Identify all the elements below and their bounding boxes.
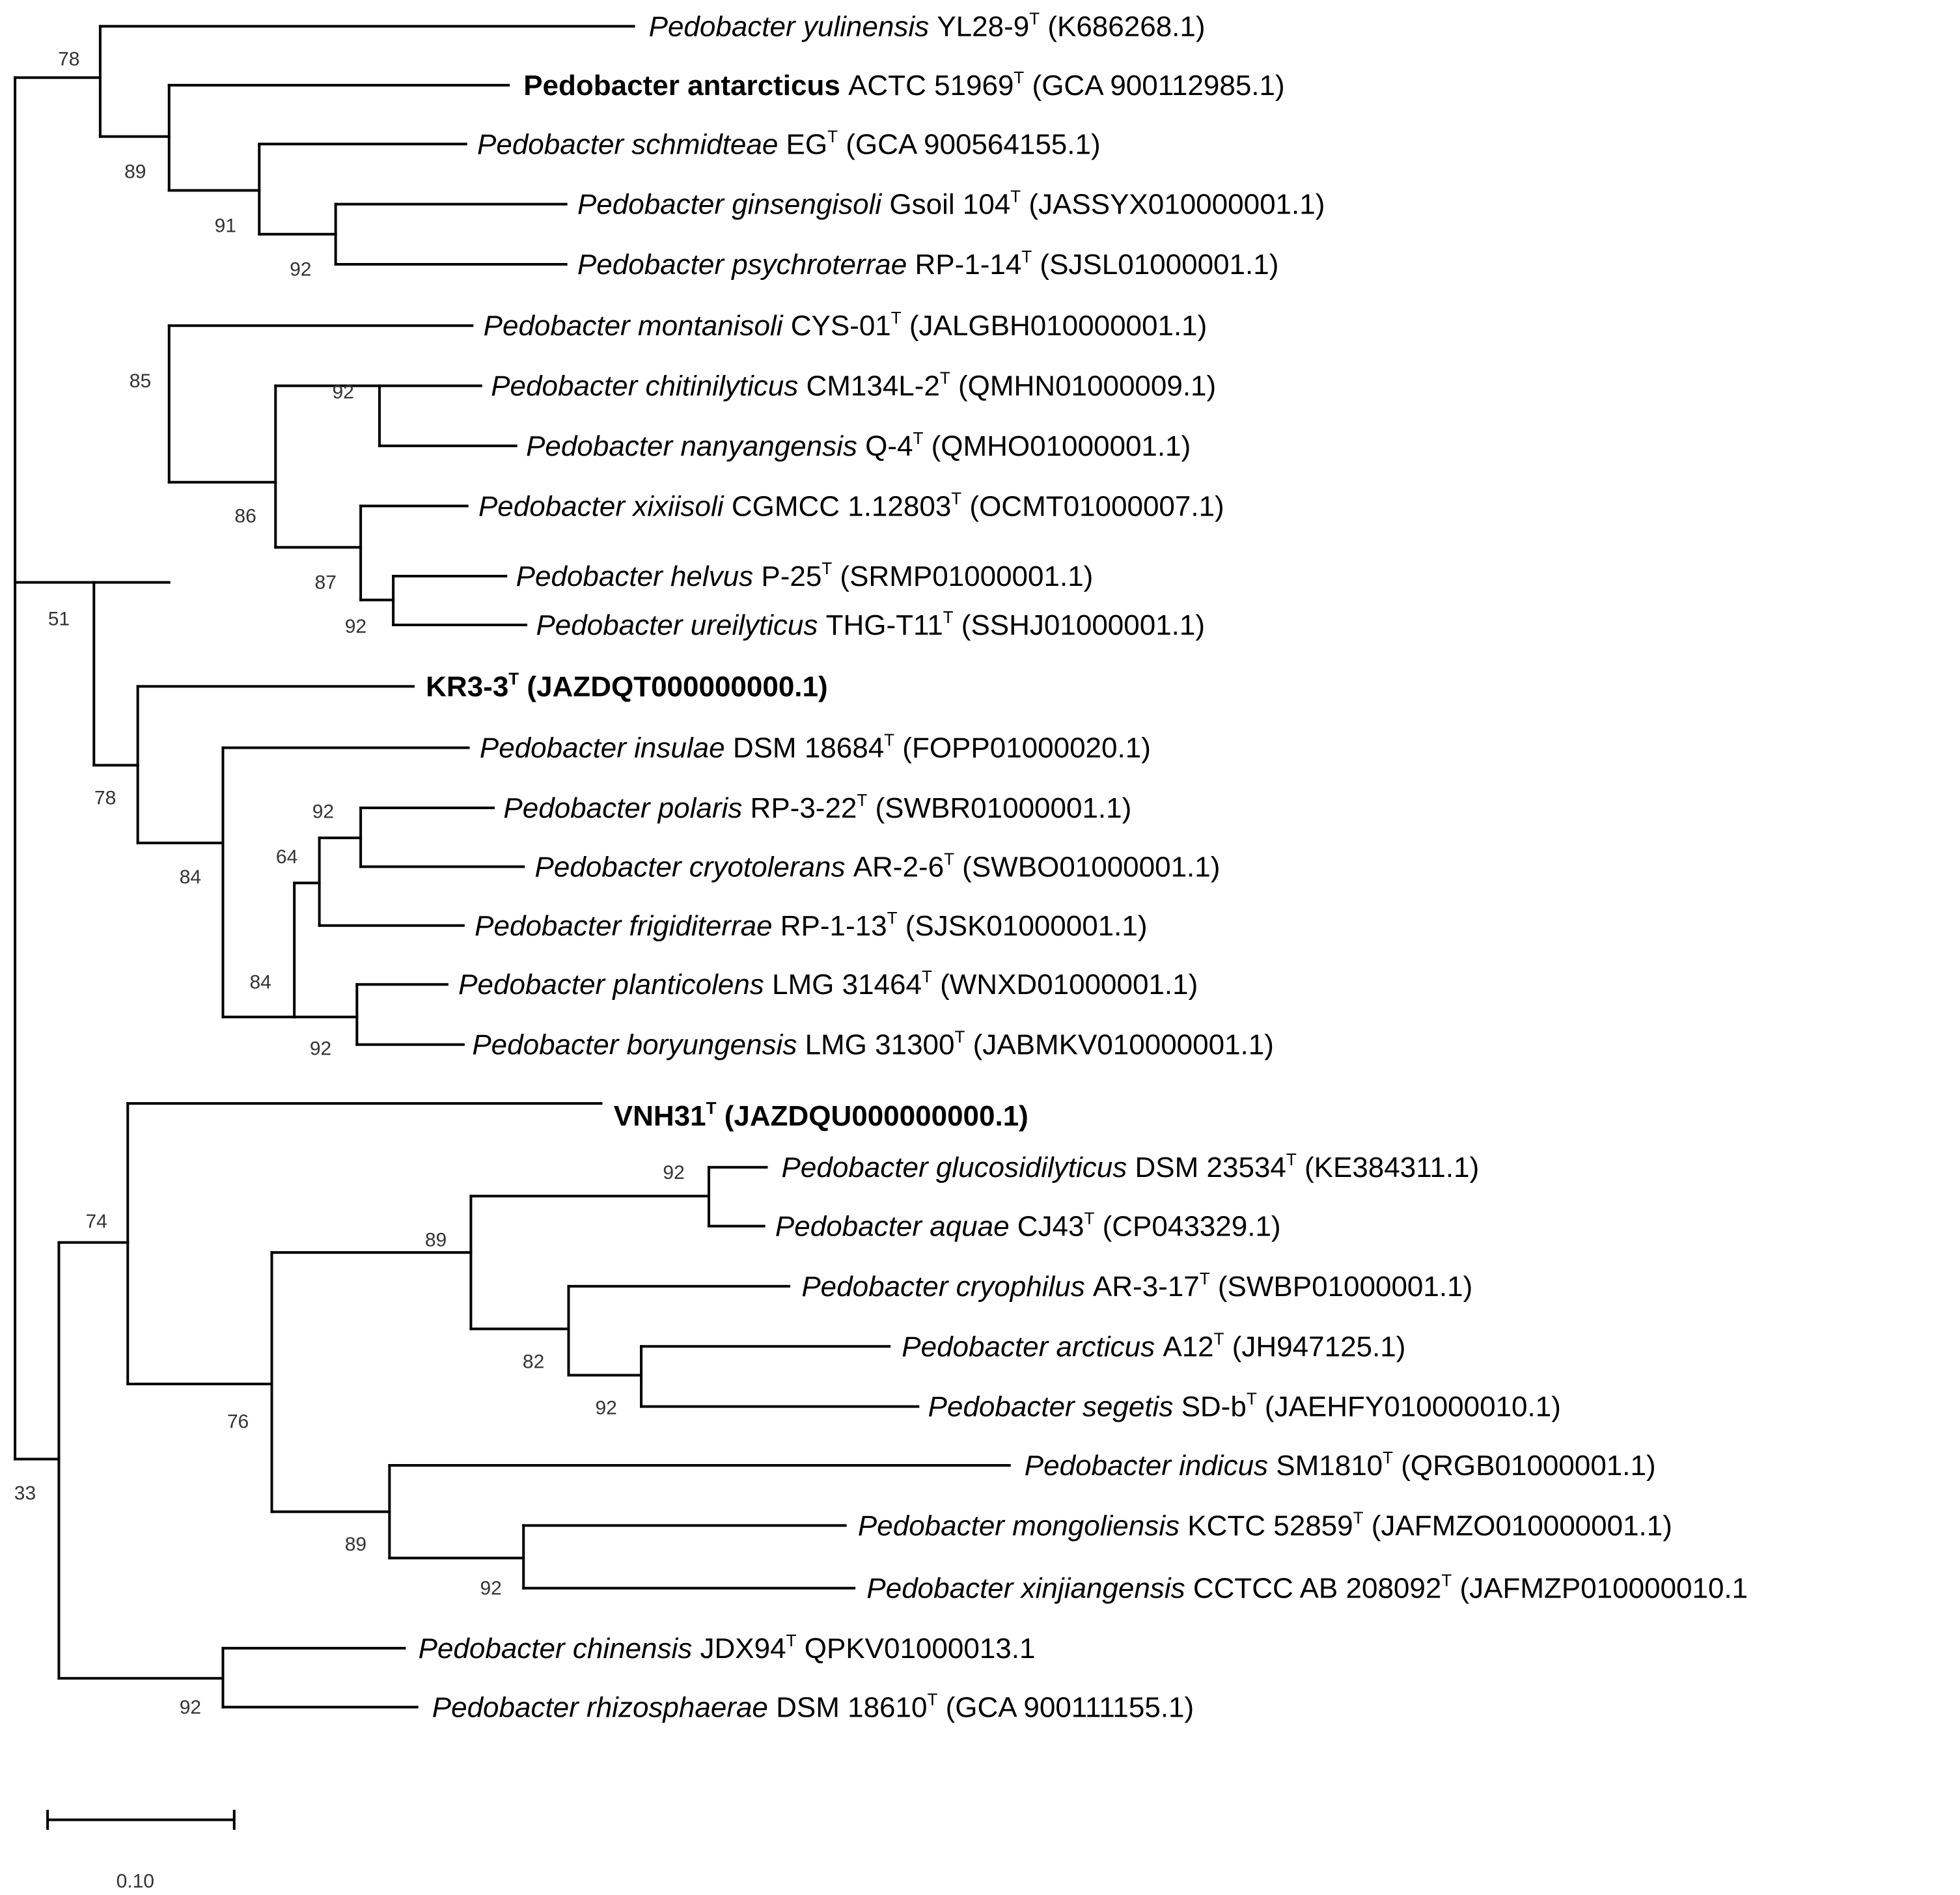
taxon-label: Pedobacter helvus P-25T (SRMP01000001.1) xyxy=(516,559,1094,592)
bootstrap-value: 74 xyxy=(85,1211,107,1232)
taxon-label: Pedobacter arcticus A12T (JH947125.1) xyxy=(902,1329,1405,1362)
bootstrap-value: 92 xyxy=(310,1038,331,1059)
bootstrap-value: 84 xyxy=(180,866,201,888)
taxon-label: KR3-3T (JAZDQT000000000.1) xyxy=(426,669,828,702)
bootstrap-value: 92 xyxy=(345,616,366,637)
taxon-label: Pedobacter ureilyticus THG-T11T (SSHJ010… xyxy=(536,607,1205,641)
bootstrap-value: 33 xyxy=(14,1482,36,1504)
bootstrap-value: 86 xyxy=(234,506,256,527)
taxon-label: Pedobacter boryungensis LMG 31300T (JABM… xyxy=(472,1027,1274,1061)
bootstrap-support-values: 78 89 91 92 85 92 86 87 92 51 78 84 92 64 84 92 74 92 89 82… xyxy=(14,48,685,1718)
taxon-label: Pedobacter glucosidilyticus DSM 23534T (… xyxy=(782,1150,1480,1183)
tip-labels: Pedobacter yulinensis YL28-9T (K686268.1… xyxy=(419,8,1748,1723)
taxon-label: Pedobacter schmidteae EGT (GCA 900564155… xyxy=(477,126,1101,160)
taxon-label: VNH31T (JAZDQU000000000.1) xyxy=(614,1098,1028,1132)
scale-bar-label: 0.10 xyxy=(117,1870,154,1892)
bootstrap-value: 64 xyxy=(276,846,297,868)
taxon-label: Pedobacter yulinensis YL28-9T (K686268.1… xyxy=(649,8,1206,42)
bootstrap-value: 78 xyxy=(94,788,116,809)
bootstrap-value: 92 xyxy=(480,1578,502,1599)
taxon-label: Pedobacter planticolens LMG 31464T (WNXD… xyxy=(458,967,1198,1001)
taxon-label: Pedobacter psychroterrae RP-1-14T (SJSL0… xyxy=(577,247,1278,281)
taxon-label: Pedobacter chinensis JDX94T QPKV01000013… xyxy=(419,1631,1036,1665)
taxon-label: Pedobacter nanyangensis Q-4T (QMHO010000… xyxy=(526,428,1191,462)
bootstrap-value: 92 xyxy=(332,381,353,403)
bootstrap-value: 92 xyxy=(596,1398,617,1419)
taxon-label: Pedobacter insulae DSM 18684T (FOPP01000… xyxy=(480,730,1151,764)
taxon-label: Pedobacter cryotolerans AR-2-6T (SWBO010… xyxy=(535,849,1221,883)
bootstrap-value: 84 xyxy=(249,971,271,993)
taxon-label: Pedobacter mongoliensis KCTC 52859T (JAF… xyxy=(858,1508,1672,1542)
bootstrap-value: 92 xyxy=(290,259,311,281)
bootstrap-value: 85 xyxy=(130,370,151,392)
taxon-label: Pedobacter aquae CJ43T (CP043329.1) xyxy=(775,1209,1281,1243)
scale-bar-line xyxy=(46,1810,236,1830)
bootstrap-value: 87 xyxy=(315,572,337,594)
bootstrap-value: 89 xyxy=(124,161,146,183)
bootstrap-value: 89 xyxy=(425,1230,447,1251)
bootstrap-value: 92 xyxy=(180,1696,201,1718)
taxon-label: Pedobacter antarcticus ACTC 51969T (GCA … xyxy=(523,68,1284,102)
taxon-label: Pedobacter xinjiangensis CCTCC AB 208092… xyxy=(866,1571,1748,1605)
taxon-label: Pedobacter chitinilyticus CM134L-2T (QMH… xyxy=(491,368,1216,402)
scale-bar: 0.10 xyxy=(46,1810,236,1892)
bootstrap-value: 76 xyxy=(227,1411,249,1433)
taxon-label: Pedobacter indicus SM1810T (QRGB01000001… xyxy=(1025,1448,1656,1482)
bootstrap-value: 51 xyxy=(48,608,70,629)
taxon-label: Pedobacter segetis SD-bT (JAEHFY01000001… xyxy=(928,1389,1561,1423)
tree-branches xyxy=(14,25,1011,1709)
taxon-label: Pedobacter polaris RP-3-22T (SWBR0100000… xyxy=(503,790,1131,824)
bootstrap-value: 82 xyxy=(523,1351,544,1372)
taxon-label: Pedobacter frigiditerrae RP-1-13T (SJSK0… xyxy=(475,908,1147,942)
bootstrap-value: 92 xyxy=(663,1162,684,1183)
taxon-label: Pedobacter montanisoli CYS-01T (JALGBH01… xyxy=(484,308,1208,342)
bootstrap-value: 91 xyxy=(215,215,236,236)
taxon-label: Pedobacter xixiisoli CGMCC 1.12803T (OCM… xyxy=(478,488,1224,522)
taxon-label: Pedobacter rhizosphaerae DSM 18610T (GCA… xyxy=(432,1689,1194,1723)
bootstrap-value: 78 xyxy=(58,48,79,70)
bootstrap-value: 92 xyxy=(312,801,334,823)
bootstrap-value: 89 xyxy=(345,1534,366,1555)
taxon-label: Pedobacter cryophilus AR-3-17T (SWBP0100… xyxy=(801,1269,1472,1303)
taxon-label: Pedobacter ginsengisoli Gsoil 104T (JASS… xyxy=(577,187,1325,221)
